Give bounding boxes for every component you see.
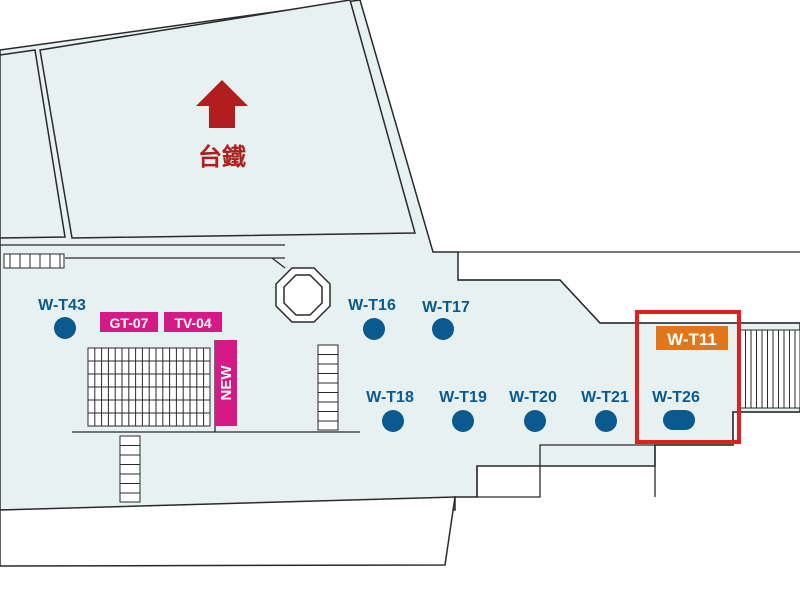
escalator-bottom	[119, 435, 141, 503]
direction-label: 台鐵	[198, 143, 246, 171]
tag-tv04-text: TV-04	[174, 315, 212, 331]
station-marker[interactable]	[363, 318, 385, 340]
right-step-outline	[458, 279, 800, 324]
tag-tv04-bg	[164, 312, 222, 332]
station-label: W-T20	[509, 389, 557, 406]
bottom-strip	[0, 496, 456, 567]
station-wt20[interactable]: W-T20	[509, 389, 557, 432]
escalator-frame	[119, 435, 141, 503]
tags: GT-07 TV-04 NEW	[100, 312, 237, 426]
station-marker[interactable]	[663, 410, 695, 430]
stairs-frame	[739, 329, 800, 409]
arrow-up-icon	[196, 80, 248, 128]
tag-new-bg	[215, 340, 237, 426]
tag-gt07-bg	[100, 312, 158, 332]
station-wt19[interactable]: W-T19	[439, 389, 487, 432]
station-wt21[interactable]: W-T21	[581, 389, 629, 432]
station-marker[interactable]	[452, 410, 474, 432]
station-label: W-T43	[38, 297, 86, 314]
tag-gt07-text: GT-07	[110, 315, 149, 331]
station-wt18[interactable]: W-T18	[366, 389, 414, 432]
station-marker[interactable]	[524, 410, 546, 432]
tag-wt11-bg	[656, 326, 728, 350]
stairs-left	[87, 347, 211, 427]
highlight-region: W-T11	[635, 310, 741, 444]
escalator-frame	[317, 344, 339, 431]
station-marker[interactable]	[54, 317, 76, 339]
tag-wt11-text: W-T11	[667, 330, 717, 349]
tag-new-text: NEW	[218, 365, 235, 401]
lower-right-block	[476, 411, 800, 498]
left-room	[0, 49, 66, 239]
station-marker[interactable]	[382, 410, 404, 432]
escalator-top	[3, 253, 65, 269]
station-label: W-T18	[366, 389, 414, 406]
station-label: W-T19	[439, 389, 487, 406]
direction-marker: 台鐵	[196, 80, 248, 171]
stairs-right	[739, 329, 800, 409]
station-label: W-T26	[652, 389, 700, 406]
station-wt26[interactable]: W-T26	[652, 389, 700, 430]
station-label: W-T16	[348, 297, 396, 314]
octagon-pillar	[275, 267, 331, 323]
station-marker[interactable]	[432, 318, 454, 340]
station-wt43[interactable]: W-T43	[38, 297, 86, 339]
escalator-frame	[3, 253, 65, 269]
highlight-box	[635, 310, 741, 444]
station-wt16[interactable]: W-T16	[348, 297, 396, 340]
octagon-inner	[283, 274, 323, 316]
escalator-mid	[317, 344, 339, 431]
station-wt17[interactable]: W-T17	[422, 299, 470, 340]
station-marker[interactable]	[595, 410, 617, 432]
stations: W-T43 W-T16 W-T17 W-T18 W-T19 W-T20 W-T2…	[38, 297, 700, 432]
block-divider	[271, 257, 286, 269]
station-label: W-T21	[581, 389, 629, 406]
station-label: W-T17	[422, 299, 470, 316]
